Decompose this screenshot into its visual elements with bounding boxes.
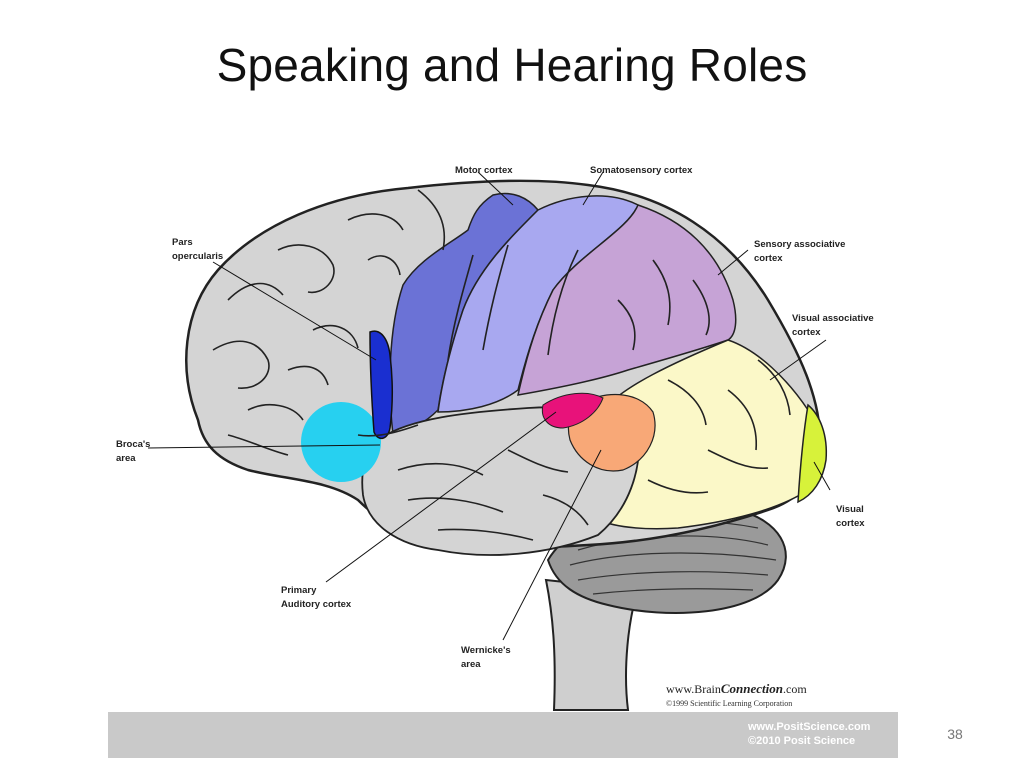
label-pars-opercularis-1: Pars (172, 237, 193, 248)
label-sensory-associative-2: cortex (754, 253, 783, 264)
pars-opercularis-region (369, 330, 393, 440)
label-sensory-associative-1: Sensory associative (754, 239, 845, 250)
label-primary-auditory-2: Auditory cortex (281, 599, 352, 610)
source-credit-copyright: ©1999 Scientific Learning Corporation (666, 699, 792, 708)
primary-auditory-region (541, 392, 604, 429)
label-visual-cortex-1: Visual (836, 504, 864, 515)
footer-bar (108, 712, 898, 758)
footer-credit-line2: ©2010 Posit Science (748, 735, 856, 747)
footer-credit: www.PositScience.com ©2010 Posit Science (748, 720, 888, 748)
brain-gyri (212, 189, 791, 541)
label-visual-associative-1: Visual associative (792, 313, 874, 324)
label-visual-cortex-2: cortex (836, 518, 865, 529)
source-credit-suffix: .com (783, 682, 807, 696)
label-pars-opercularis-2: opercularis (172, 251, 223, 262)
source-credit-prefix: www.Brain (666, 682, 721, 696)
label-somatosensory-cortex: Somatosensory cortex (590, 165, 693, 176)
label-motor-cortex: Motor cortex (455, 165, 513, 176)
brocas-area-region (301, 402, 381, 482)
source-credit-brand: Connection (721, 681, 783, 696)
leader-lines (147, 171, 831, 641)
label-wernickes-area-1: Wernicke's (461, 645, 511, 656)
label-brocas-area-2: area (116, 453, 136, 464)
source-credit-site: www.BrainConnection.com (666, 681, 807, 696)
page-number: 38 (947, 726, 963, 742)
slide-title: Speaking and Hearing Roles (216, 39, 808, 91)
brain-diagram-svg: Motor cortex Somatosensory cortex Pars o… (116, 165, 874, 711)
visual-cortex-region (797, 403, 828, 504)
sensory-associative-region (517, 204, 737, 396)
temporal-lobe (361, 406, 640, 556)
label-primary-auditory-1: Primary (281, 585, 317, 596)
label-wernickes-area-2: area (461, 659, 481, 670)
footer-credit-line1: www.PositScience.com (748, 721, 871, 733)
brain-diagram: Motor cortex Somatosensory cortex Pars o… (108, 150, 898, 760)
label-brocas-area-1: Broca's (116, 439, 150, 450)
label-visual-associative-2: cortex (792, 327, 821, 338)
brain-stem (544, 578, 640, 711)
